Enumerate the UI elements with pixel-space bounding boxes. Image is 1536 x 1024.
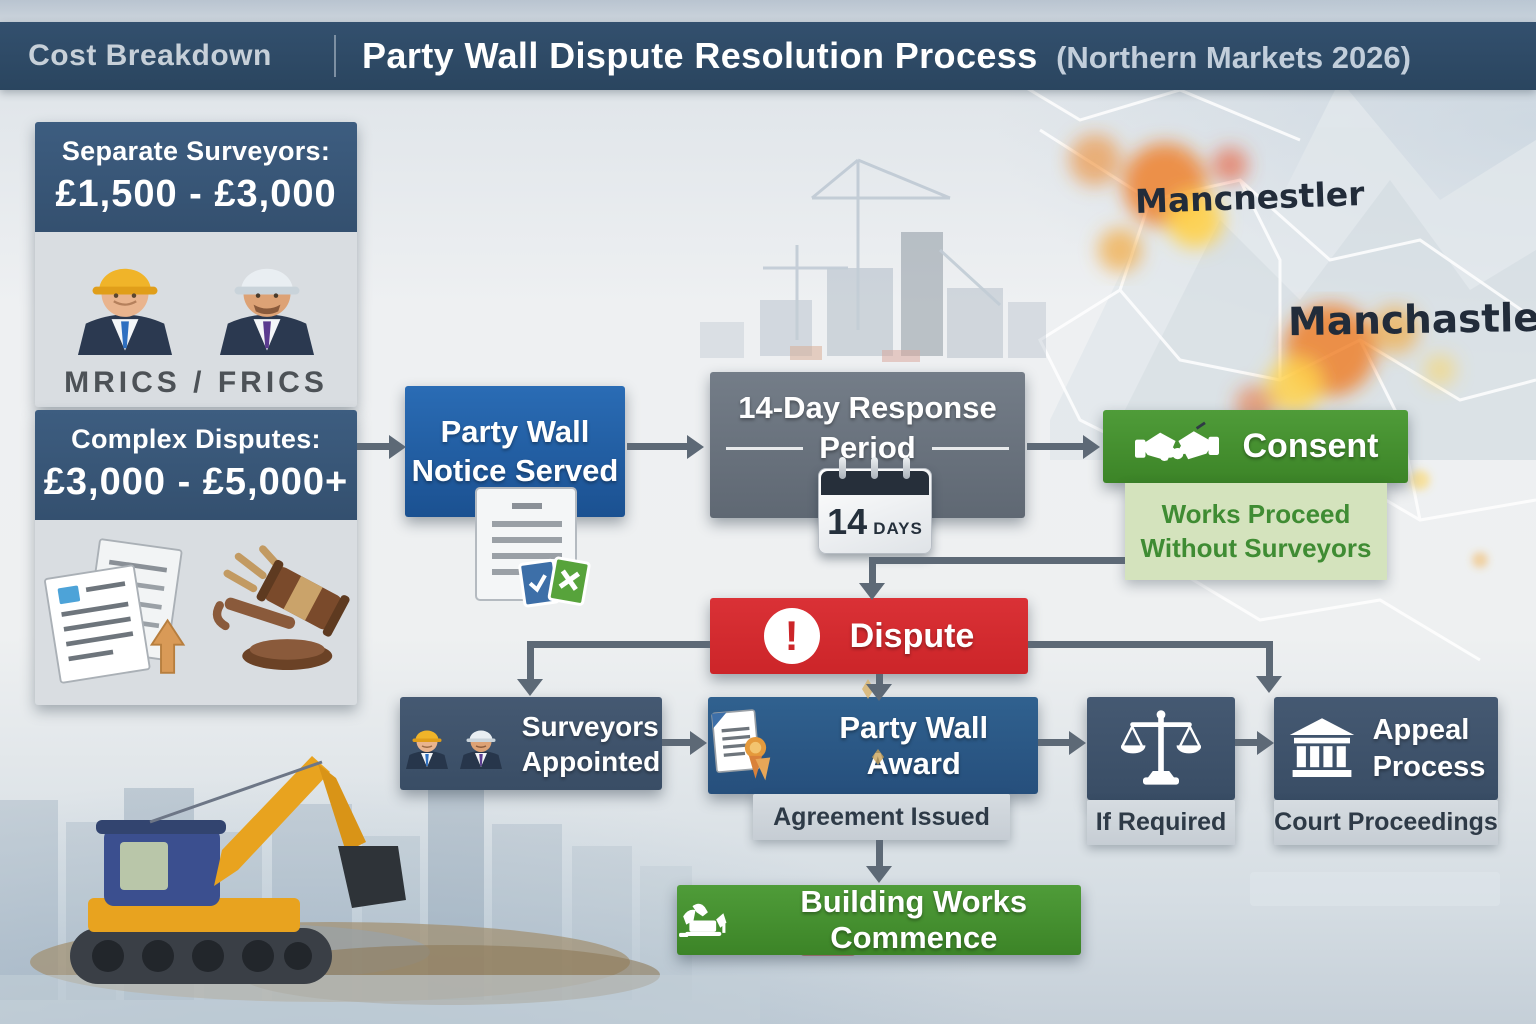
node-tribunal-scales: [1087, 697, 1235, 800]
scales-of-justice-icon: [1121, 709, 1201, 785]
heatmap-blob-mid: [1235, 304, 1456, 425]
node-label-line1: 14-Day Response: [738, 390, 997, 425]
works-proceed-line1: Works Proceed: [1161, 498, 1351, 529]
page-subtitle: (Northern Markets 2026): [1056, 40, 1411, 75]
node-label: Consent: [1242, 427, 1379, 465]
surveyor-avatar-yellow-hat-icon: [77, 268, 173, 355]
node-label-line1: Appeal: [1372, 714, 1470, 747]
calendar-number: 14: [827, 501, 868, 542]
caption-text: Court Proceedings: [1274, 808, 1498, 836]
page-title: Party Wall Dispute Resolution Process: [362, 35, 1038, 76]
card-complex-disputes-header: Complex Disputes: £3,000 - £5,000+: [35, 410, 357, 520]
documents-icon: [44, 538, 186, 684]
node-label-line2: Appointed: [521, 745, 661, 777]
award-document-icon: [711, 708, 771, 780]
node-label-line1: Party Wall: [440, 413, 590, 449]
calendar-pin: [903, 457, 910, 479]
node-surveyors-appointed: Surveyors Appointed: [400, 697, 662, 790]
card-separate-surveyors-header: Separate Surveyors: £1,500 - £3,000: [35, 122, 357, 232]
calendar-unit: DAYS: [873, 519, 923, 538]
surveyor-avatar-white-hat-icon: [219, 268, 315, 355]
node-label: Building Works Commence: [800, 884, 1028, 955]
node-building-works-commence: Building Works Commence: [677, 884, 1081, 955]
node-label-line2: Process: [1372, 750, 1486, 783]
surveyor-avatar-white-hat-icon: [459, 730, 502, 769]
courthouse-icon: [1289, 717, 1354, 777]
card-credentials: MRICS / FRICS: [64, 366, 328, 399]
card-complex-disputes: Complex Disputes: £3,000 - £5,000+: [35, 410, 357, 705]
surveyor-avatar-yellow-hat-icon: [405, 730, 448, 769]
map-lines: [979, 58, 1536, 662]
node-appeal-process: Appeal Process: [1274, 697, 1498, 800]
card-title: Complex Disputes:: [71, 424, 321, 454]
node-label-line2: Period: [819, 430, 916, 465]
card-separate-surveyors: Separate Surveyors: £1,500 - £3,000: [35, 122, 357, 407]
caption-text: Agreement Issued: [773, 802, 990, 831]
node-label-line1: Surveyors: [521, 710, 659, 742]
caption-court-proceedings: Court Proceedings: [1274, 800, 1498, 845]
map-label-manchester-bottom: Manchastle: [1287, 295, 1536, 346]
map-label-manchester-top: Mancnestler: [1134, 174, 1366, 221]
excavator-icon: [679, 903, 727, 938]
box-works-proceed: Works Proceed Without Surveyors: [1125, 483, 1387, 580]
header-section-label: Cost Breakdown: [28, 39, 272, 72]
handshake-icon: [1134, 421, 1219, 461]
caption-if-required: If Required: [1087, 800, 1235, 845]
node-dispute: ! Dispute: [710, 598, 1028, 674]
construction-skyline: [700, 158, 1046, 362]
caption-agreement-issued: Agreement Issued: [753, 794, 1010, 840]
header-divider: [334, 35, 336, 77]
heatmap-blob-top: [1069, 134, 1248, 272]
card-title: Separate Surveyors:: [61, 136, 331, 166]
node-label: Party Wall Award: [839, 709, 989, 781]
excavator-illustration: [70, 756, 406, 984]
calendar-pin: [871, 457, 878, 479]
mini-surveyors-icons: [402, 719, 506, 769]
header-bar: Cost Breakdown Party Wall Dispute Resolu…: [0, 22, 1536, 90]
calendar-icon: 14 DAYS: [818, 457, 932, 554]
caption-text: If Required: [1095, 808, 1227, 836]
notice-document-icon: [475, 487, 591, 608]
calendar-pin: [839, 457, 846, 479]
node-label-line2: Notice Served: [411, 452, 619, 488]
card-price: £3,000 - £5,000+: [43, 461, 349, 503]
period-row: Period: [710, 430, 1025, 466]
exclamation-icon: !: [763, 608, 820, 664]
gavel-icon: [212, 545, 350, 670]
card-price: £1,500 - £3,000: [55, 173, 337, 215]
node-party-wall-award: Party Wall Award: [708, 679, 1038, 794]
node-consent: Consent: [1103, 410, 1408, 483]
node-label: Dispute: [849, 616, 975, 655]
works-proceed-line2: Without Surveyors: [1140, 532, 1372, 563]
